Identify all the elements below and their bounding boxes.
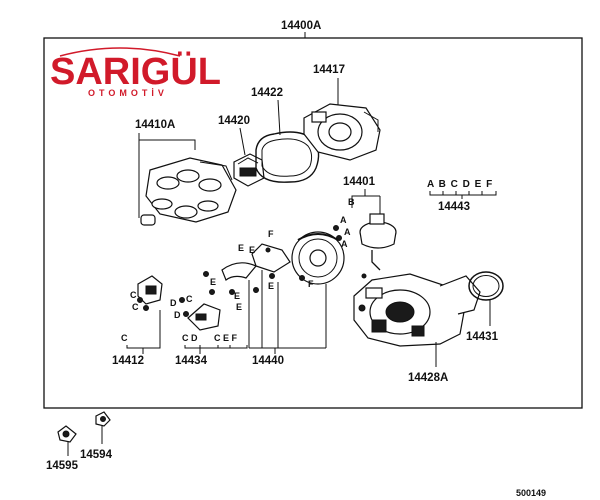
label-14443: 14443 [438,201,470,213]
svg-text:E: E [236,302,242,312]
leader-14410A [138,133,196,150]
label-14422: 14422 [251,87,283,99]
callout-cef-14434: C E F [214,333,238,343]
callouts-ef: E E F E E E F E [210,229,314,312]
part-14594: 14594 [80,411,113,461]
logo-main-text: SARIGÜL [50,50,221,93]
label-14417: 14417 [313,64,345,76]
svg-text:C: C [121,333,128,343]
svg-text:D: D [174,310,181,320]
svg-text:E: E [234,291,240,301]
housing-cover: 14417 [303,64,381,161]
label-14428A: 14428A [408,372,448,384]
svg-text:A: A [340,215,347,225]
svg-text:C: C [130,290,137,300]
svg-text:E: E [238,243,244,253]
svg-text:A: A [341,239,348,249]
label-14434: 14434 [175,355,208,367]
logo-swoosh [59,47,181,57]
svg-text:E: E [268,281,274,291]
svg-text:F: F [268,229,274,239]
vacuum-advance: 14401 B [343,176,397,279]
callout-b-14401: B [348,197,355,207]
bracket-14434: C D C E F 14434 [175,303,248,367]
label-14431: 14431 [466,331,499,343]
svg-text:C: C [186,294,193,304]
label-14412: 14412 [112,355,144,367]
svg-text:E: E [210,277,216,287]
callout-cd-14434: C D [182,333,198,343]
svg-text:F: F [308,279,314,289]
leader-14440: 14440 [248,270,327,367]
distributor-housing: 14428A [353,273,481,384]
kit-letters: A B C D E F [427,179,493,190]
logo-sub-text: OTOMOTİV [88,88,168,98]
label-14420: 14420 [218,115,250,127]
label-14595: 14595 [46,460,79,472]
label-14400A: 14400A [281,20,321,32]
svg-text:C: C [132,302,139,312]
pickup-parts [203,243,305,295]
label-14594: 14594 [80,449,113,461]
label-14410A: 14410A [135,119,175,131]
label-14440: 14440 [252,355,284,367]
distributor-cap: 14410A [135,119,237,226]
screws-a: A A A [333,215,351,249]
cap-rotor-piece [140,214,156,226]
diagram-code: 500149 [516,488,546,498]
svg-text:D: D [170,298,177,308]
svg-text:E: E [249,245,255,255]
svg-text:A: A [344,227,351,237]
assembly-frame [43,37,583,409]
sarigul-logo: SARIGÜL OTOMOTİV [50,47,221,98]
governor-14412: C C C 14412 [112,275,163,367]
kit-14443: A B C D E F 14443 [427,179,497,213]
o-ring: 14431 [466,271,504,343]
part-14595: 14595 [46,425,79,472]
label-14401: 14401 [343,176,376,188]
breaker-plate [291,231,345,285]
gasket: 14422 [251,87,320,183]
